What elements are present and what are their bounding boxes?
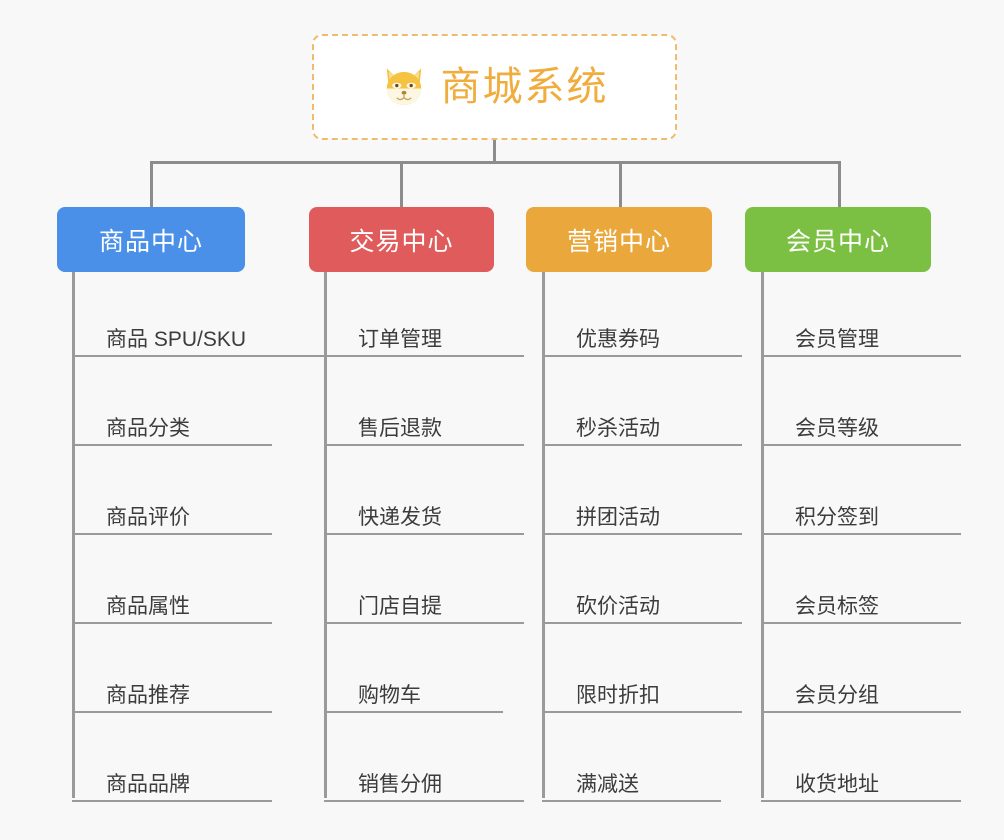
leaf-item-label: 销售分佣 (358, 773, 442, 796)
leaf-item[interactable]: 销售分佣 (324, 768, 524, 802)
leaf-item-label: 满减送 (576, 773, 639, 796)
connector-drop-1 (150, 161, 153, 207)
leaf-item[interactable]: 会员标签 (761, 590, 961, 624)
leaf-item-label: 会员管理 (795, 328, 879, 351)
leaf-item[interactable]: 秒杀活动 (542, 412, 742, 446)
leaf-item-label: 砍价活动 (576, 595, 660, 618)
leaf-item[interactable]: 会员管理 (761, 323, 961, 357)
leaf-item-label: 优惠券码 (576, 328, 660, 351)
connector-horizontal-bar (150, 161, 841, 164)
leaf-item-label: 商品推荐 (106, 684, 190, 707)
root-title: 商城系统 (440, 65, 609, 109)
leaf-item[interactable]: 商品品牌 (72, 768, 272, 802)
leaf-item[interactable]: 门店自提 (324, 590, 524, 624)
connector-drop-3 (619, 161, 622, 207)
leaf-item[interactable]: 会员等级 (761, 412, 961, 446)
leaf-item[interactable]: 售后退款 (324, 412, 524, 446)
leaf-item[interactable]: 商品评价 (72, 501, 272, 535)
category-label: 营销中心 (566, 227, 671, 256)
leaf-trunk-line (324, 272, 327, 798)
leaf-item[interactable]: 拼团活动 (542, 501, 742, 535)
leaf-item-label: 快递发货 (358, 506, 442, 529)
leaf-item[interactable]: 满减送 (542, 768, 721, 802)
root-node[interactable]: 商城系统 (312, 34, 677, 140)
leaf-item-label: 积分签到 (795, 506, 879, 529)
leaf-item[interactable]: 收货地址 (761, 768, 961, 802)
category-box-product-center[interactable]: 商品中心 (57, 207, 245, 272)
connector-drop-4 (838, 161, 841, 207)
category-box-marketing-center[interactable]: 营销中心 (526, 207, 712, 272)
leaf-item[interactable]: 砍价活动 (542, 590, 742, 624)
leaf-item-label: 收货地址 (795, 773, 879, 796)
leaf-item-label: 商品评价 (106, 506, 190, 529)
connector-drop-2 (400, 161, 403, 207)
leaf-item[interactable]: 限时折扣 (542, 679, 742, 713)
category-label: 商品中心 (98, 227, 203, 256)
leaf-item-label: 会员分组 (795, 684, 879, 707)
category-label: 会员中心 (785, 227, 890, 256)
connector-root-stem (493, 140, 496, 164)
leaf-item-label: 秒杀活动 (576, 417, 660, 440)
leaf-item-label: 售后退款 (358, 417, 442, 440)
leaf-item[interactable]: 优惠券码 (542, 323, 742, 357)
leaf-item-label: 商品 SPU/SKU (106, 328, 247, 351)
leaf-item-label: 购物车 (358, 684, 421, 707)
leaf-trunk-line (542, 272, 545, 798)
leaf-item-label: 会员标签 (795, 595, 879, 618)
leaf-item[interactable]: 购物车 (324, 679, 503, 713)
leaf-item-label: 拼团活动 (576, 506, 660, 529)
leaf-item-label: 商品属性 (106, 595, 190, 618)
leaf-item[interactable]: 商品属性 (72, 590, 272, 624)
shiba-dog-face-icon (386, 68, 421, 105)
leaf-item-label: 商品分类 (106, 417, 190, 440)
leaf-item-label: 门店自提 (358, 595, 442, 618)
leaf-item-label: 订单管理 (358, 328, 442, 351)
leaf-item-label: 商品品牌 (106, 773, 190, 796)
leaf-item[interactable]: 积分签到 (761, 501, 961, 535)
leaf-item[interactable]: 商品 SPU/SKU (72, 323, 324, 357)
category-box-member-center[interactable]: 会员中心 (745, 207, 931, 272)
leaf-trunk-line (761, 272, 764, 798)
leaf-item[interactable]: 商品推荐 (72, 679, 272, 713)
category-label: 交易中心 (349, 227, 454, 256)
category-box-trade-center[interactable]: 交易中心 (309, 207, 494, 272)
leaf-item[interactable]: 商品分类 (72, 412, 272, 446)
leaf-item[interactable]: 快递发货 (324, 501, 524, 535)
leaf-item[interactable]: 订单管理 (324, 323, 524, 357)
leaf-item-label: 会员等级 (795, 417, 879, 440)
leaf-trunk-line (72, 272, 75, 798)
leaf-item-label: 限时折扣 (576, 684, 660, 707)
leaf-item[interactable]: 会员分组 (761, 679, 961, 713)
